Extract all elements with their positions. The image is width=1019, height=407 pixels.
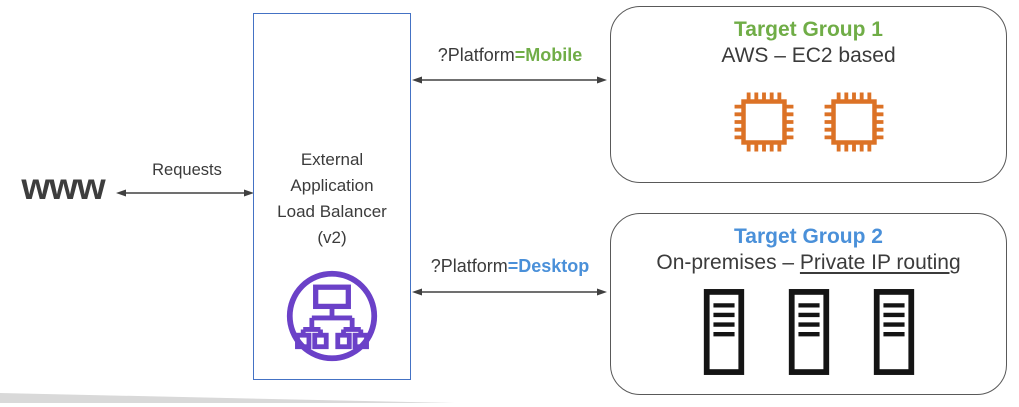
ec2-chip-icon — [824, 92, 883, 152]
server-icon — [873, 289, 914, 375]
server-icon — [788, 289, 829, 375]
route-desktop-value: =Desktop — [507, 256, 590, 276]
route-label-desktop: ?Platform=Desktop — [412, 256, 608, 277]
target-group-1-box: Target Group 1 AWS – EC2 based — [610, 6, 1007, 183]
elastic-load-balancer-icon — [286, 270, 378, 362]
target-group-2-subtitle: On-premises – Private IP routing — [611, 251, 1006, 275]
load-balancer-label-line3: Load Balancer — [277, 202, 387, 221]
route-arrow-desktop — [412, 288, 607, 296]
www-internet-label: www — [21, 166, 105, 207]
route-label-mobile: ?Platform=Mobile — [412, 45, 608, 66]
load-balancer-label-line1: External — [300, 150, 364, 169]
decorative-wedge — [0, 393, 455, 403]
target-group-2-title: Target Group 2 — [734, 225, 883, 248]
load-balancer-label-line4: (v2) — [317, 228, 347, 247]
target-group-2-subtitle-underlined: Private IP routing — [799, 251, 961, 274]
route-arrow-mobile — [412, 76, 607, 84]
requests-edge-label: Requests — [152, 161, 222, 179]
route-desktop-prefix: ?Platform — [430, 256, 508, 276]
target-group-1-icons — [611, 90, 1006, 154]
server-icon — [703, 289, 744, 375]
target-group-2-box: Target Group 2 On-premises – Private IP … — [610, 213, 1007, 395]
target-group-1-subtitle: AWS – EC2 based — [721, 44, 896, 67]
ec2-chip-icon — [734, 92, 793, 152]
load-balancer-box: External Application Load Balancer (v2) — [253, 13, 411, 380]
route-mobile-value: =Mobile — [514, 45, 583, 65]
load-balancer-label-line2: Application — [290, 176, 374, 195]
target-group-2-subtitle-prefix: On-premises – — [656, 251, 800, 274]
requests-arrow — [116, 189, 254, 197]
route-mobile-prefix: ?Platform — [437, 45, 515, 65]
target-group-1-title: Target Group 1 — [734, 18, 883, 41]
target-group-2-icons — [611, 288, 1006, 376]
load-balancer-label: External Application Load Balancer (v2) — [254, 147, 410, 251]
